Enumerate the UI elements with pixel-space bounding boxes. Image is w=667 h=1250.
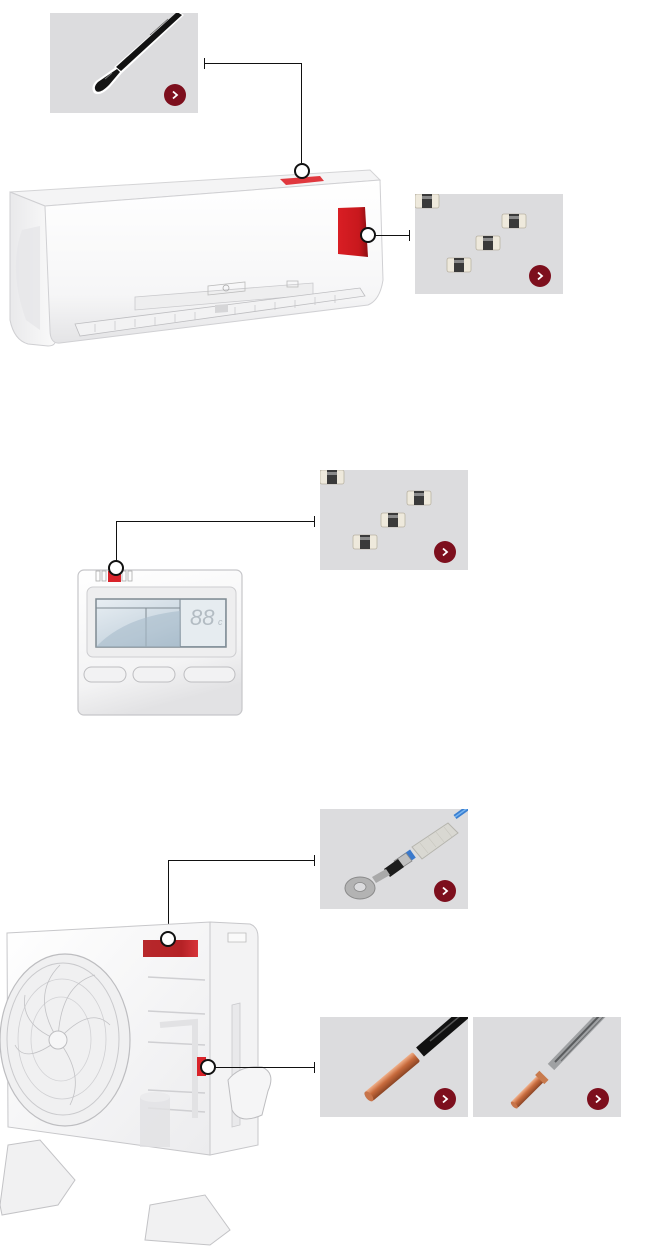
indoor-unit-illustration — [9, 169, 384, 347]
view-product-button[interactable] — [434, 880, 456, 902]
leader-line-end-cap — [409, 230, 410, 241]
product-panel-smd-chips[interactable] — [415, 194, 563, 294]
leader-line — [116, 521, 315, 522]
remote-sensor-hotspot[interactable] — [108, 560, 124, 576]
remote-controller-illustration: 88 c — [77, 569, 243, 716]
view-product-button[interactable] — [434, 1088, 456, 1110]
product-panel-copper-probe-black[interactable] — [320, 1017, 468, 1117]
copper-probe-clear-cable-image — [510, 1017, 606, 1109]
chevron-right-icon — [537, 271, 544, 281]
view-product-button[interactable] — [529, 265, 551, 287]
chevron-right-icon — [442, 1094, 449, 1104]
outdoor-top-sensor-hotspot[interactable] — [160, 931, 176, 947]
indoor-top-sensor-hotspot[interactable] — [294, 163, 310, 179]
leader-line — [301, 63, 302, 163]
indoor-top-sensor-marker — [280, 176, 324, 185]
outdoor-top-sensor-marker — [143, 940, 198, 957]
chevron-right-icon — [442, 547, 449, 557]
leader-line — [215, 1067, 315, 1068]
leader-line — [116, 521, 117, 561]
indoor-side-sensor-marker — [338, 207, 368, 257]
outdoor-pipe-sensor-hotspot[interactable] — [200, 1059, 216, 1075]
smd-chips-image — [320, 470, 432, 550]
chevron-right-icon — [595, 1094, 602, 1104]
display-digits: 88 — [190, 605, 215, 630]
product-panel-thermistor-probe[interactable] — [50, 13, 198, 113]
ring-lug-thermistor-image — [344, 809, 468, 900]
view-product-button[interactable] — [164, 84, 186, 106]
svg-text:c: c — [218, 617, 223, 627]
copper-probe-black-cable-image — [364, 1017, 468, 1102]
chevron-right-icon — [172, 90, 179, 100]
thermistor-probe-image — [92, 13, 184, 95]
leader-line-end-cap — [314, 1062, 315, 1073]
smd-chips-image — [415, 194, 527, 273]
product-panel-ring-lug-thermistor[interactable] — [320, 809, 468, 909]
product-panel-copper-probe-clear[interactable] — [473, 1017, 621, 1117]
leader-line — [168, 860, 169, 932]
view-product-button[interactable] — [434, 541, 456, 563]
outdoor-unit-illustration — [0, 921, 272, 1246]
leader-line — [168, 860, 315, 861]
view-product-button[interactable] — [587, 1088, 609, 1110]
leader-line — [375, 235, 409, 236]
indoor-side-sensor-hotspot[interactable] — [360, 227, 376, 243]
leader-line — [204, 63, 302, 64]
chevron-right-icon — [442, 886, 449, 896]
remote-sensor-marker — [108, 571, 121, 582]
product-panel-smd-chips[interactable] — [320, 470, 468, 570]
